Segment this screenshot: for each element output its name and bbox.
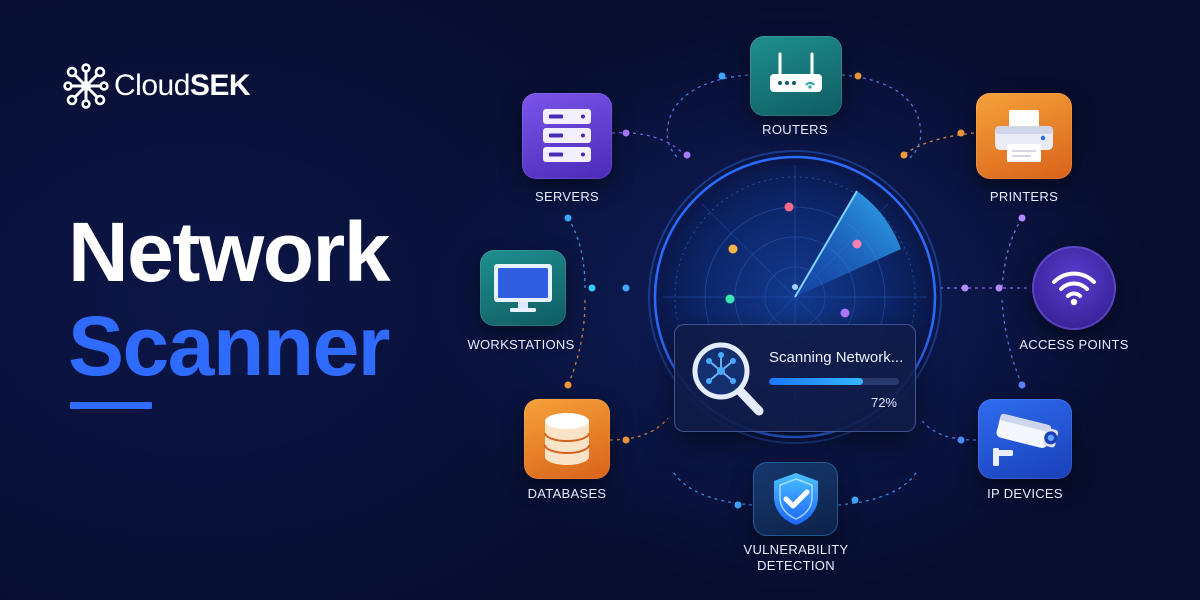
routers-label: ROUTERS bbox=[762, 122, 828, 137]
brand-name-bold: SEK bbox=[189, 69, 251, 102]
scan-progress-percent: 72% bbox=[870, 395, 897, 410]
device-access-points[interactable] bbox=[1032, 246, 1116, 330]
databases-label: DATABASES bbox=[527, 486, 607, 501]
scan-status-card: Scanning Network... 72% bbox=[674, 324, 916, 432]
wifi-icon bbox=[1052, 271, 1096, 306]
router-icon bbox=[770, 52, 822, 92]
brand-name: CloudSEK bbox=[114, 69, 251, 103]
device-ip-devices[interactable] bbox=[978, 399, 1072, 479]
monitor-icon bbox=[494, 264, 552, 312]
server-rack-icon bbox=[543, 109, 591, 162]
device-servers[interactable] bbox=[522, 93, 612, 179]
access-points-label: ACCESS POINTS bbox=[1019, 337, 1129, 352]
printer-icon bbox=[995, 110, 1053, 162]
title-underline bbox=[70, 402, 152, 409]
brand-logo: CloudSEK bbox=[60, 58, 251, 114]
workstations-label: WORKSTATIONS bbox=[467, 337, 575, 352]
scan-progress-bar bbox=[769, 378, 899, 385]
brand-name-light: Cloud bbox=[114, 69, 190, 102]
device-routers[interactable] bbox=[750, 36, 842, 116]
device-databases[interactable] bbox=[524, 399, 610, 479]
shield-check-icon bbox=[773, 473, 818, 525]
magnifier-network-icon bbox=[692, 342, 764, 416]
servers-label: SERVERS bbox=[535, 189, 599, 204]
title-line-1: Network bbox=[68, 205, 390, 299]
ip-devices-label: IP DEVICES bbox=[987, 486, 1063, 501]
page-title: Network Scanner bbox=[68, 205, 391, 393]
scan-title: Scanning Network... bbox=[769, 349, 904, 366]
device-vulnerability-detection[interactable] bbox=[753, 462, 838, 536]
security-camera-icon bbox=[993, 413, 1059, 466]
network-nodes-icon bbox=[63, 63, 109, 109]
title-line-2: Scanner bbox=[68, 299, 391, 393]
database-icon bbox=[544, 413, 590, 465]
vulnerability-detection-label: VULNERABILITY DETECTION bbox=[743, 542, 849, 573]
device-printers[interactable] bbox=[976, 93, 1072, 179]
printers-label: PRINTERS bbox=[989, 189, 1059, 204]
scan-progress-fill bbox=[769, 378, 863, 385]
device-workstations[interactable] bbox=[480, 250, 566, 326]
